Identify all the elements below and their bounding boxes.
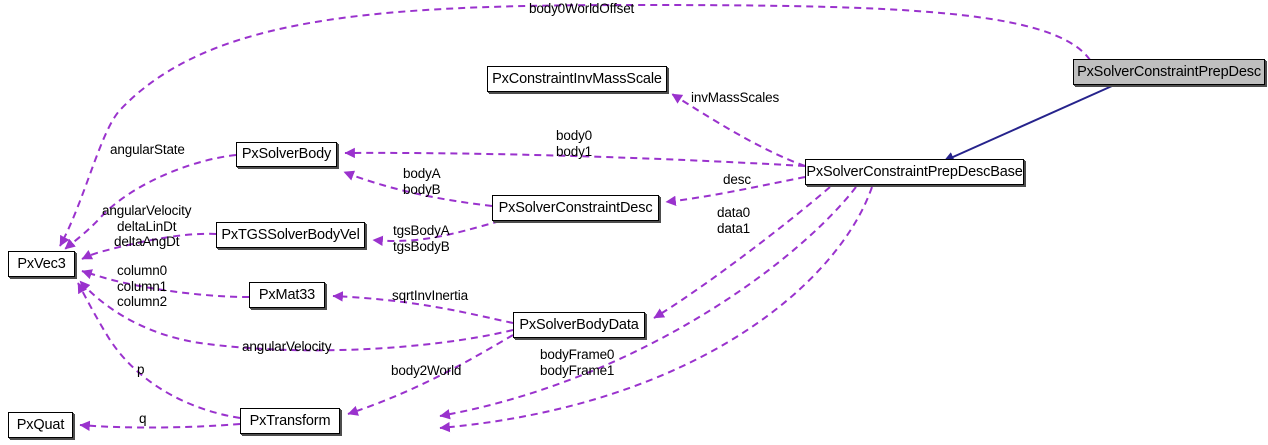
edge-label-bodya-bodyb: bodyA bodyB [403, 166, 441, 197]
edge-label-angularvelocity: angularVelocity [242, 339, 332, 354]
node-label: PxConstraintInvMassScale [492, 70, 662, 87]
node-px-constraint-inv-mass-scale[interactable]: PxConstraintInvMassScale [487, 66, 667, 92]
node-label: PxMat33 [258, 286, 316, 303]
edge-inherit-prepdesc-base [943, 85, 1113, 162]
node-label: PxVec3 [17, 255, 66, 272]
edge-angularvelocity-bodydata-vec3 [79, 280, 514, 352]
node-label: PxTransform [249, 412, 331, 429]
edge-data0-data1 [653, 186, 831, 319]
node-label: PxSolverBody [241, 146, 332, 163]
edge-label-sqrtinvinertia: sqrtInvInertia [392, 288, 468, 303]
node-label: PxSolverBodyData [519, 316, 639, 333]
edge-tgsvel-vec3 [81, 232, 217, 260]
edge-label-q: q [139, 411, 147, 426]
edge-label-data0-data1: data0 data1 [717, 205, 751, 236]
edge-invmassscales [671, 93, 806, 167]
edge-desc [665, 176, 806, 207]
node-label: PxTGSSolverBodyVel [221, 226, 360, 243]
edge-p [77, 282, 241, 419]
edge-label-angularvelocity-deltas: angularVelocity deltaLinDt deltaAngDt [102, 203, 192, 249]
node-px-solver-constraint-prep-desc-base[interactable]: PxSolverConstraintPrepDescBase [805, 159, 1024, 185]
node-px-solver-body-data[interactable]: PxSolverBodyData [513, 312, 645, 338]
edge-label-bodyframes: bodyFrame0 bodyFrame1 [540, 347, 615, 378]
edge-label-body0worldoffset: body0WorldOffset [529, 1, 635, 16]
edge-label-tgsbodya-tgsbodyb: tgsBodyA tgsBodyB [393, 223, 450, 254]
node-label: PxQuat [16, 416, 65, 433]
edge-sqrtinvinertia [332, 291, 514, 324]
node-px-vec3[interactable]: PxVec3 [8, 251, 75, 277]
edge-body0-body1 [344, 147, 806, 167]
edge-bodya-bodyb [343, 170, 493, 207]
edge-label-body0-body1: body0 body1 [556, 128, 593, 159]
edge-body2world [347, 334, 514, 416]
edge-q [79, 420, 241, 431]
node-label: PxSolverConstraintDesc [498, 199, 653, 216]
edge-label-desc: desc [723, 172, 751, 187]
edge-label-p: p [137, 362, 145, 377]
node-px-quat[interactable]: PxQuat [8, 412, 73, 438]
node-px-solver-constraint-desc[interactable]: PxSolverConstraintDesc [492, 195, 659, 221]
edge-mat33-vec3 [81, 269, 250, 298]
edge-bodyframes-a [439, 186, 857, 420]
edge-label-columns: column0 column1 column2 [117, 263, 167, 309]
edge-bodyframes-b [439, 186, 873, 433]
node-px-transform[interactable]: PxTransform [240, 408, 340, 434]
node-px-mat33[interactable]: PxMat33 [249, 282, 325, 308]
node-label: PxSolverConstraintPrepDescBase [806, 163, 1023, 180]
edge-body0worldoffset [59, 3, 1091, 247]
edge-angularstate [64, 154, 237, 250]
edge-label-body2world: body2World [391, 363, 462, 378]
node-px-solver-constraint-prep-desc[interactable]: PxSolverConstraintPrepDesc [1073, 59, 1265, 85]
node-px-tgs-solver-body-vel[interactable]: PxTGSSolverBodyVel [216, 222, 365, 248]
node-px-solver-body[interactable]: PxSolverBody [236, 142, 337, 167]
node-label: PxSolverConstraintPrepDesc [1077, 63, 1261, 80]
edge-tgsbodya-tgsbodyb [372, 220, 501, 247]
edge-label-invmassscales: invMassScales [691, 90, 780, 105]
edge-label-angularstate: angularState [110, 142, 185, 157]
